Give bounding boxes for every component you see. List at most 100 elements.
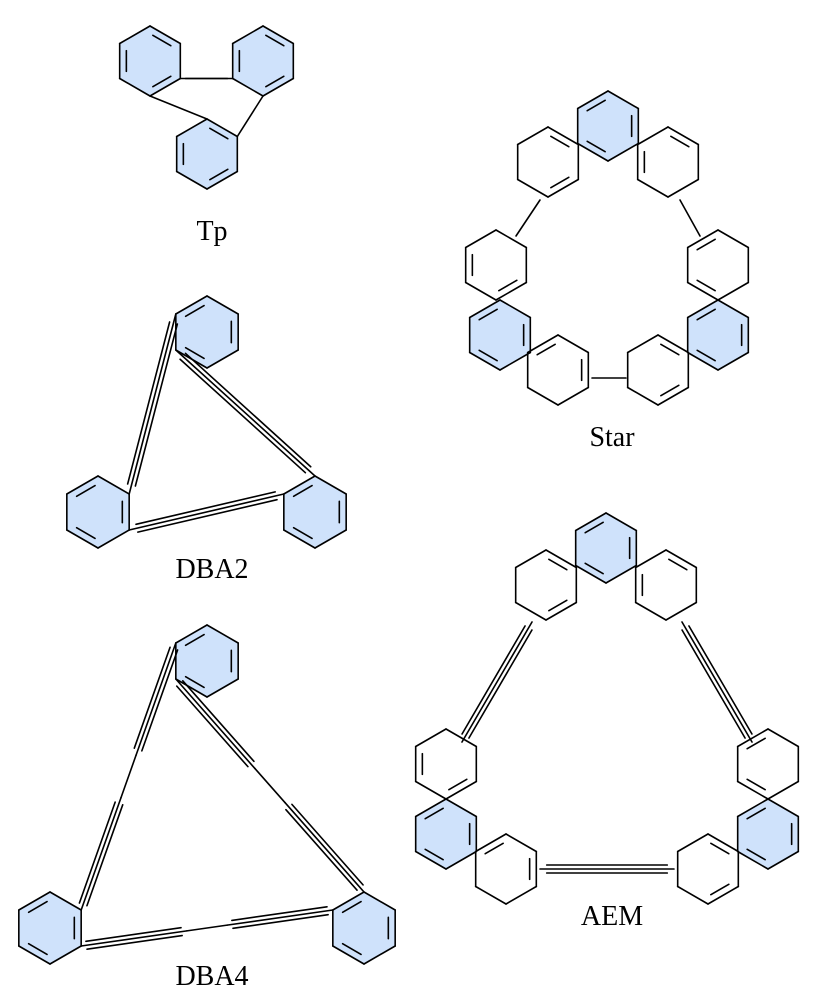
double-bond-line	[184, 346, 205, 360]
benzene-ring-fill	[737, 799, 799, 869]
ring-bond	[767, 780, 800, 800]
double-bond-line	[696, 279, 716, 292]
ring-bond	[557, 386, 590, 406]
double-bond-line	[710, 883, 730, 896]
triple-bond	[128, 493, 285, 531]
ring-bond	[66, 475, 99, 495]
double-bond-line	[550, 135, 570, 148]
ring-bond	[605, 512, 638, 532]
double-bond-line	[75, 526, 96, 540]
triple-bond	[688, 625, 753, 735]
triple-bond	[681, 629, 746, 739]
double-bond-line	[586, 140, 606, 153]
triple-bond	[141, 649, 179, 752]
ring-bond	[767, 728, 800, 748]
benzene-ring-fill	[332, 892, 396, 964]
ring-bond	[149, 95, 208, 120]
ring-bond	[149, 77, 182, 97]
ring-bond	[634, 601, 667, 621]
double-bond-line	[696, 238, 716, 251]
ring-bond	[231, 25, 264, 45]
triple-bond	[461, 621, 533, 743]
ring-bond	[314, 475, 347, 495]
triple-bond	[78, 801, 116, 904]
ring-bond	[499, 299, 532, 319]
double-bond-line	[75, 484, 96, 498]
ring-bond	[736, 850, 769, 870]
double-bond-line	[670, 135, 690, 148]
ring-bond	[363, 891, 396, 911]
double-bond-line	[184, 304, 205, 318]
benzene-ring-fill	[119, 26, 181, 96]
triple-bond	[175, 349, 316, 477]
ring-bond	[414, 850, 447, 870]
benzene-ring-fill	[175, 296, 239, 368]
ring-bond	[262, 25, 295, 45]
benzene-ring-fill	[66, 476, 130, 548]
ring-bond	[676, 833, 709, 853]
double-bond-line	[292, 484, 313, 498]
ring-bond	[667, 178, 700, 198]
ring-bond	[665, 601, 698, 621]
ring-bond	[767, 850, 800, 870]
double-bond-line	[184, 633, 205, 647]
triple-bond	[285, 808, 358, 891]
ring-bond	[557, 334, 590, 354]
benzene-ring-fill	[18, 892, 82, 964]
double-bond-line	[584, 562, 604, 575]
dba2-structure	[66, 295, 347, 549]
ring-bond	[49, 891, 82, 911]
ring-bond	[736, 798, 769, 818]
ring-bond	[206, 170, 239, 190]
triple-bond	[80, 930, 188, 947]
ring-bond	[206, 118, 239, 138]
double-bond-line	[548, 599, 568, 612]
triple-bond	[134, 323, 179, 487]
double-bond-line	[478, 308, 498, 321]
ring-bond	[474, 885, 507, 905]
ring-bond	[283, 475, 316, 495]
benzene-ring-fill	[415, 799, 477, 869]
single-bond	[254, 767, 286, 804]
double-bond-line	[478, 349, 498, 362]
ring-bond	[707, 833, 740, 853]
double-bond-line	[341, 942, 362, 956]
double-bond-line	[586, 99, 606, 112]
ring-bond	[576, 90, 609, 110]
ring-bond	[626, 334, 659, 354]
ring-bond	[526, 386, 559, 406]
ring-bond	[717, 299, 750, 319]
ring-bond	[607, 90, 640, 110]
ring-bond	[686, 299, 719, 319]
benzene-ring-fill	[283, 476, 347, 548]
ring-bond	[514, 601, 547, 621]
single-bond	[120, 754, 137, 799]
triple-bond	[461, 625, 526, 735]
ring-bond	[175, 295, 208, 315]
benzene-ring-fill	[469, 300, 531, 370]
ring-bond	[206, 349, 239, 369]
double-bond-line	[548, 558, 568, 571]
star-structure	[464, 90, 750, 406]
ring-bond	[363, 945, 396, 965]
ring-bond	[499, 351, 532, 371]
ring-bond	[574, 564, 607, 584]
ring-bond	[736, 728, 769, 748]
ring-bond	[262, 77, 295, 97]
triple-bond	[128, 313, 177, 495]
ring-bond	[545, 549, 578, 569]
ring-bond	[474, 833, 507, 853]
ring-bond	[626, 386, 659, 406]
double-bond-line	[746, 778, 766, 791]
double-bond-line	[746, 848, 766, 861]
double-bond-line	[209, 168, 229, 181]
double-bond-line	[27, 900, 48, 914]
double-bond-line	[152, 75, 172, 88]
ring-bond	[667, 126, 700, 146]
ring-bond	[414, 798, 447, 818]
ring-bond	[717, 281, 750, 301]
triple-bond	[184, 352, 312, 468]
ring-bond	[516, 126, 549, 146]
ring-bond	[206, 295, 239, 315]
triple-bond	[86, 804, 124, 907]
